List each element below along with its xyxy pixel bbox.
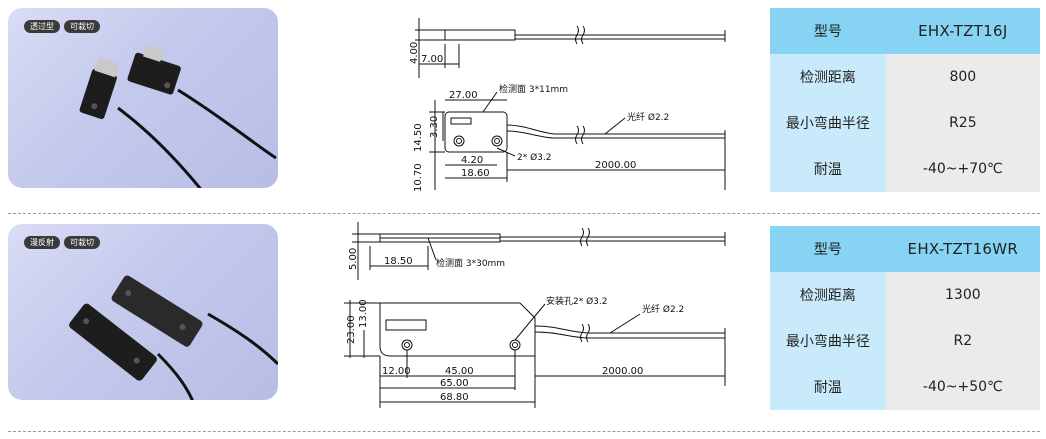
dim-fiber-length: 2000.00 [595,160,636,171]
spec-row-model: 型号 EHX-TZT16WR [770,226,1040,272]
sensor-pair-image [79,44,277,188]
dim-top-height: 5.00 [348,248,359,270]
spec-key: 最小弯曲半径 [770,100,886,146]
spec-value: R25 [885,100,1040,146]
product-photo-2: 漫反射 可栽切 [8,224,278,400]
tag-type: 漫反射 [24,236,60,249]
spec-row-bend-radius: 最小弯曲半径 R2 [770,318,1040,364]
tag-type: 透过型 [24,20,60,33]
product-row-1: 透过型 可栽切 [0,0,1046,212]
dim-hole-pitch: 4.20 [461,155,483,166]
spec-value: -40~+50℃ [885,364,1040,410]
product-row-2: 漫反射 可栽切 [0,218,1046,426]
dim-height-inner: 3.30 [429,116,440,138]
dim-body-length: 18.60 [461,168,490,179]
dim-top-width: 7.00 [421,54,443,65]
spec-key: 耐温 [770,364,886,410]
spec-row-distance: 检测距离 1300 [770,272,1040,318]
spec-row-model: 型号 EHX-TZT16J [770,8,1040,54]
dim-top-width: 18.50 [384,256,413,267]
spec-key: 检测距离 [770,54,886,100]
label-fiber: 光纤 Ø2.2 [642,303,684,315]
spec-value: EHX-TZT16J [885,8,1040,54]
label-hole: 2* Ø3.2 [517,152,551,163]
label-fiber: 光纤 Ø2.2 [627,111,669,123]
dim-length-total: 68.80 [440,392,469,403]
feature-tags: 漫反射 可栽切 [24,236,100,249]
spec-table-1: 型号 EHX-TZT16J 检测距离 800 最小弯曲半径 R25 耐温 -40… [770,8,1040,192]
label-detect-face: 检测面 3*11mm [499,83,568,95]
dim-height-inner: 13.00 [358,299,369,328]
spec-value: 1300 [885,272,1040,318]
spec-value: 800 [885,54,1040,100]
dim-length-mid: 65.00 [440,378,469,389]
spec-key: 型号 [770,8,886,54]
dim-top-height: 4.00 [409,42,420,64]
label-detect-face: 检测面 3*30mm [436,257,505,269]
spec-key: 型号 [770,226,886,272]
section-divider [8,213,1040,214]
section-divider [8,431,1040,432]
spec-row-distance: 检测距离 800 [770,54,1040,100]
spec-value: R2 [885,318,1040,364]
dim-height-total: 23.00 [346,315,357,344]
sensor-pair-image [69,275,278,400]
tag-cuttable: 可栽切 [64,236,100,249]
dim-offset: 12.00 [382,366,411,377]
dim-hole-pitch: 45.00 [445,366,474,377]
tag-cuttable: 可栽切 [64,20,100,33]
spec-row-bend-radius: 最小弯曲半径 R25 [770,100,1040,146]
dimension-drawing-2: 5.00 18.50 检测面 3*30mm 安装孔2* Ø3.2 光纤 Ø2.2… [344,222,726,408]
spec-row-temperature: 耐温 -40~+50℃ [770,364,1040,410]
dimension-drawing-1: 4.00 7.00 27.00 检测面 3*11mm 光纤 Ø2.2 14.50… [409,18,726,192]
product-photo-1: 透过型 可栽切 [8,8,278,188]
dim-front-width: 27.00 [449,90,478,101]
spec-row-temperature: 耐温 -40~+70℃ [770,146,1040,192]
spec-table-2: 型号 EHX-TZT16WR 检测距离 1300 最小弯曲半径 R2 耐温 -4… [770,226,1040,410]
spec-value: EHX-TZT16WR [885,226,1040,272]
dim-fiber-length: 2000.00 [602,366,643,377]
feature-tags: 透过型 可栽切 [24,20,100,33]
spec-key: 耐温 [770,146,886,192]
spec-key: 最小弯曲半径 [770,318,886,364]
spec-value: -40~+70℃ [885,146,1040,192]
dim-height-bottom: 10.70 [413,163,424,192]
spec-key: 检测距离 [770,272,886,318]
dim-height-total: 14.50 [413,123,424,152]
label-mount-hole: 安装孔2* Ø3.2 [546,295,607,307]
